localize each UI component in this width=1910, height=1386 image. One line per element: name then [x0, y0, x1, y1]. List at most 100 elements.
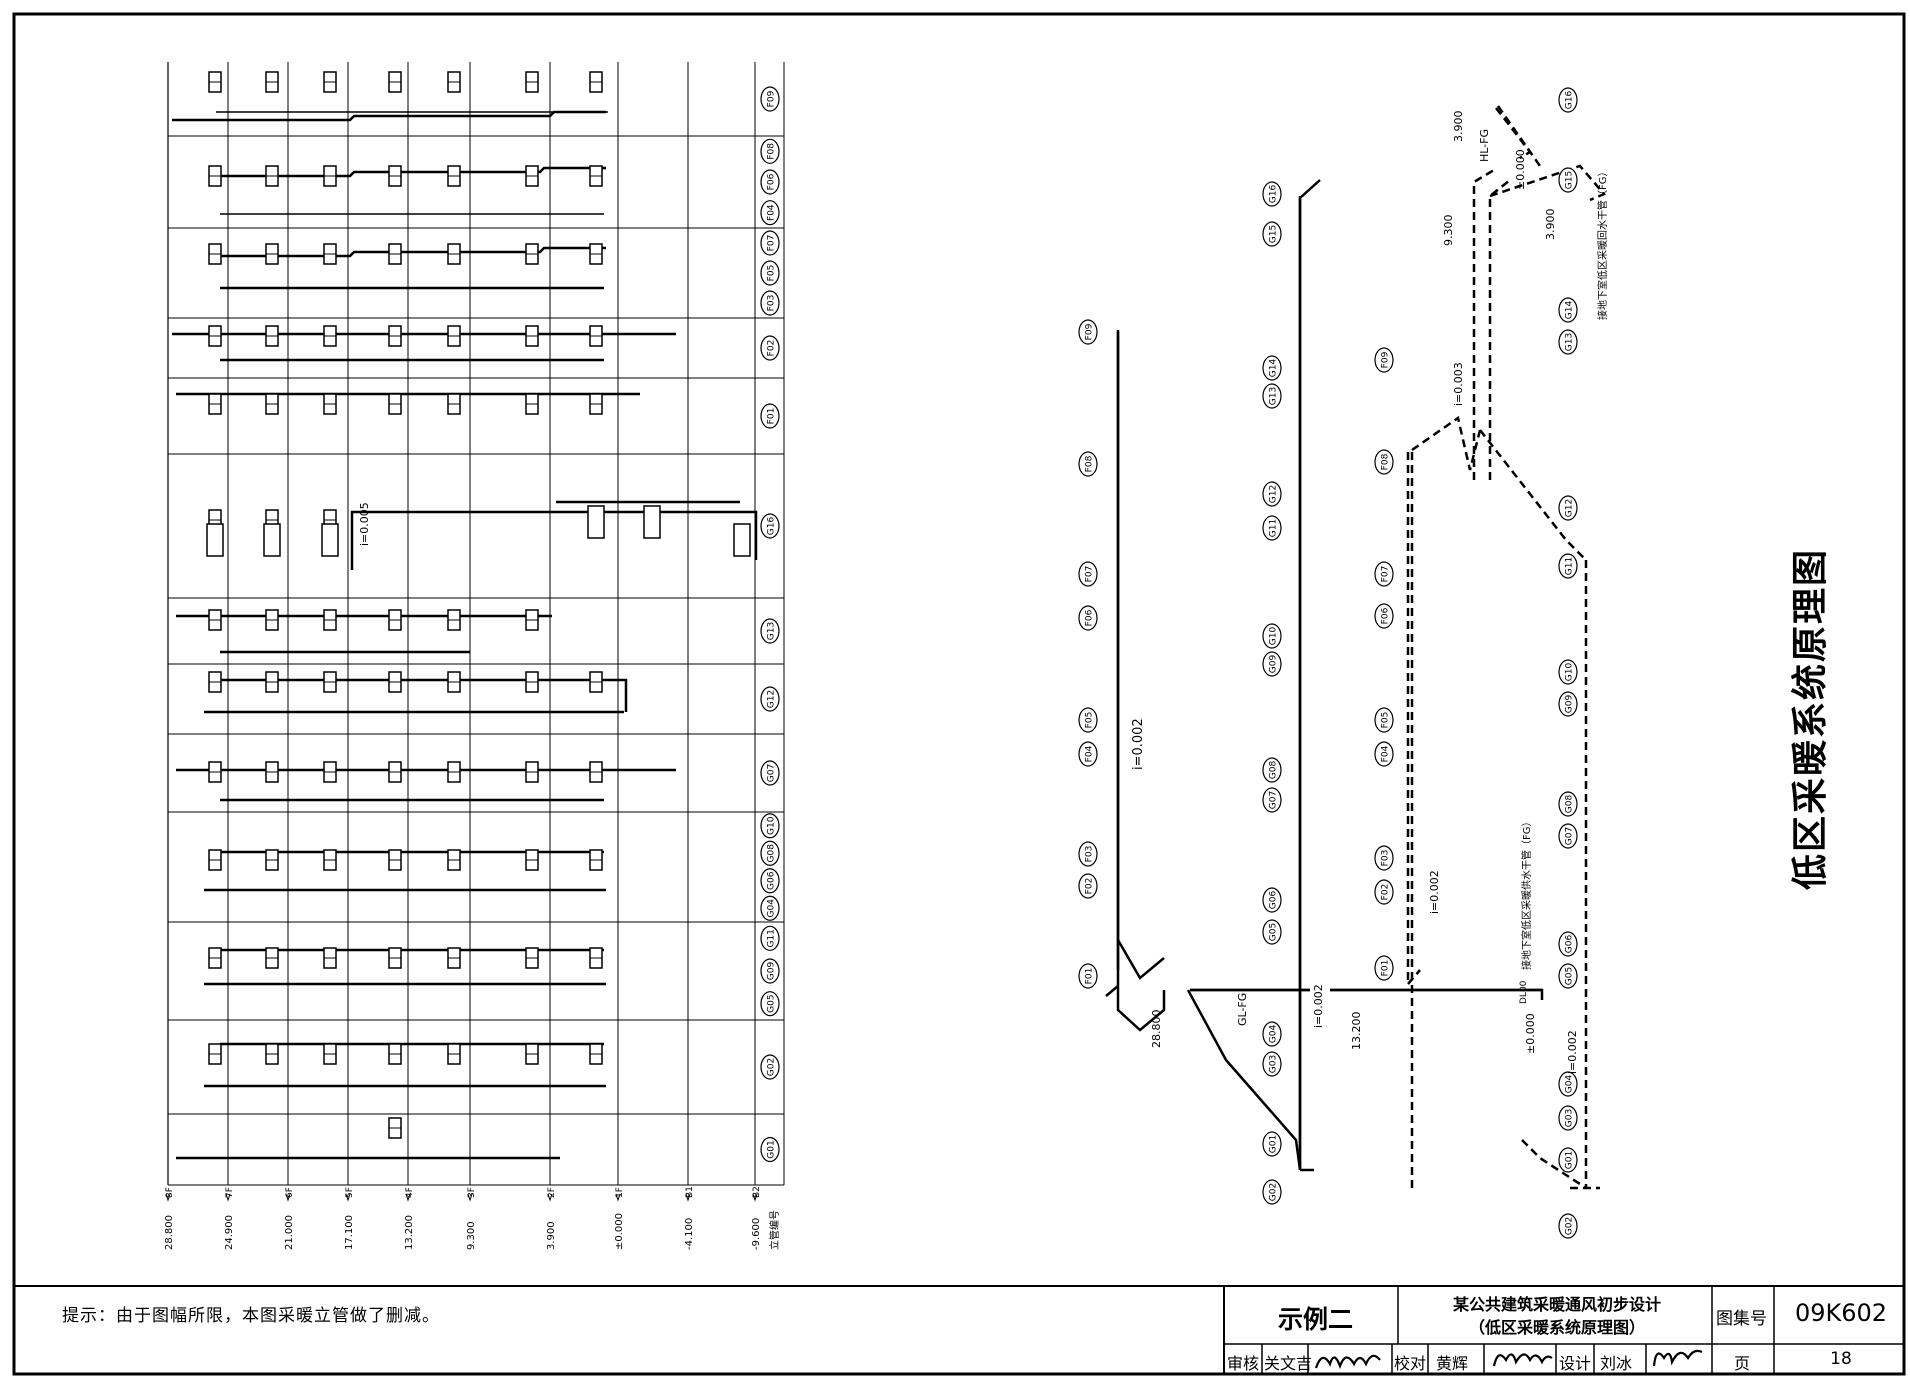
right-a-f03: F03	[1078, 841, 1098, 867]
right-b-g12: G12	[1262, 481, 1282, 507]
slope-c: i=0.002	[1428, 870, 1441, 914]
right-c-f01: F01	[1374, 955, 1394, 981]
design-label: 设计	[1559, 1354, 1592, 1373]
right-a-f07-text: F07	[1085, 566, 1095, 583]
riser-label-f05-text: F05	[767, 265, 777, 282]
riser-label-g13-text: G13	[767, 622, 777, 640]
floor-name-8: B1	[685, 1186, 695, 1198]
riser-label-g05: G05	[760, 991, 780, 1017]
right-d-g12: G12	[1558, 495, 1578, 521]
right-a-f01-text: F01	[1085, 968, 1095, 985]
right-b-g10: G10	[1262, 623, 1282, 649]
left-grid	[167, 62, 785, 1186]
check-name: 黄辉	[1436, 1354, 1469, 1373]
riser-label-g02-text: G02	[767, 1058, 777, 1076]
right-b-g08-text: G08	[1269, 761, 1279, 780]
floor-name-6: 2F	[547, 1187, 557, 1198]
riser-label-f07-text: F07	[767, 235, 777, 252]
right-c-f03: F03	[1374, 845, 1394, 871]
right-b-g06-text: G06	[1269, 891, 1279, 910]
floor-name-5: 3F	[467, 1187, 477, 1198]
right-c-f01-text: F01	[1381, 960, 1391, 977]
design-name: 刘冰	[1600, 1354, 1633, 1373]
right-a-f02: F02	[1078, 873, 1098, 899]
riser-label-g11-text: G11	[767, 929, 777, 947]
right-b-g01-text: G01	[1269, 1135, 1279, 1153]
review-name: 关文吉	[1264, 1354, 1313, 1373]
return-note: 接地下室低区采暖回水干管（FG）	[1596, 166, 1609, 320]
right-a-f06-text: F06	[1085, 609, 1095, 626]
right-c-f06-text: F06	[1381, 607, 1391, 624]
right-d-g11: G11	[1558, 553, 1578, 579]
riser-label-f08: F08	[760, 138, 780, 164]
right-d-g08: G08	[1558, 791, 1578, 817]
riser-label-g07-text: G07	[767, 764, 777, 782]
riser-label-g07: G07	[760, 760, 780, 786]
sub-title: （低区采暖系统原理图）	[1468, 1318, 1645, 1337]
right-a-f02-text: F02	[1085, 878, 1095, 895]
right-c-f03-text: F03	[1381, 850, 1391, 867]
right-c-f05-text: F05	[1381, 712, 1391, 729]
floor-name-3: 5F	[345, 1187, 355, 1198]
right-d-g05: G05	[1558, 963, 1578, 989]
radiators	[206, 71, 751, 1139]
riser-label-g16-text: G16	[767, 517, 777, 536]
atlas-label: 图集号	[1716, 1309, 1767, 1329]
elev-3900b: 3.900	[1544, 209, 1557, 241]
right-a-f03-text: F03	[1085, 846, 1095, 863]
riser-label-g09-text: G09	[767, 962, 777, 981]
signature-check	[1492, 1353, 1553, 1367]
right-c-f07: F07	[1374, 561, 1394, 587]
right-b-g04-text: G04	[1269, 1025, 1279, 1044]
elev-3900a: 3.900	[1452, 111, 1465, 143]
riser-label-g10-text: G10	[767, 816, 777, 835]
page-no: 18	[1830, 1349, 1852, 1369]
riser-label-g16: G16	[760, 513, 780, 539]
right-d-g09: G09	[1558, 691, 1578, 717]
riser-label-f09-text: F09	[767, 90, 777, 107]
right-c-f05: F05	[1374, 707, 1394, 733]
pipe-size: DL00	[1519, 980, 1529, 1004]
right-a-f05: F05	[1078, 707, 1098, 733]
right-d-g14-text: G14	[1565, 301, 1575, 320]
riser-label-f03: F03	[760, 290, 780, 316]
elev-0000: ±0.000	[1524, 1013, 1537, 1054]
right-b-g06: G06	[1262, 887, 1282, 913]
floor-elev-0: 28.800	[164, 1215, 175, 1250]
riser-label-g11: G11	[760, 925, 780, 951]
right-b-g02: G02	[1262, 1179, 1282, 1205]
right-d-g08-text: G08	[1565, 795, 1575, 814]
right-b-g07: G07	[1262, 787, 1282, 813]
right-d-g16: G16	[1558, 87, 1578, 113]
sheet-border	[12, 12, 1906, 1376]
floor-elev-7: ±0.000	[614, 1213, 625, 1250]
right-b-g07-text: G07	[1269, 791, 1279, 809]
gl-fg-b: HL-FG	[1478, 129, 1491, 162]
radiator-large	[206, 523, 224, 557]
floor-elev-3: 17.100	[344, 1215, 355, 1250]
floor-name-9: B2	[752, 1186, 762, 1198]
riser-label-f01-text: F01	[767, 408, 777, 425]
title-block-grid	[1223, 1285, 1905, 1375]
right-b-g05-text: G05	[1269, 923, 1279, 941]
page-label: 页	[1734, 1354, 1751, 1373]
right-c-f08: F08	[1374, 449, 1394, 475]
right-a-f04-text: F04	[1085, 745, 1095, 762]
riser-label-g06: G06	[760, 868, 780, 894]
riser-labels: F09F08F06F04F07F05F03F02F01G16G13G12G07G…	[760, 86, 780, 1163]
riser-label-g10: G10	[760, 813, 780, 839]
note-text: 提示：由于图幅所限，本图采暖立管做了删减。	[62, 1306, 440, 1326]
right-d-g02: G02	[1558, 1213, 1578, 1239]
right-d-g04-text: G04	[1565, 1075, 1575, 1094]
right-c-f09-text: F09	[1381, 351, 1391, 368]
right-d-g03: G03	[1558, 1105, 1578, 1131]
slope-a: i=0.002	[1131, 718, 1146, 770]
right-b-g04: G04	[1262, 1021, 1282, 1047]
riser-col-header: 立管编号	[768, 1210, 781, 1250]
right-b-g11: G11	[1262, 515, 1282, 541]
right-b-g03: G03	[1262, 1051, 1282, 1077]
right-a-f08-text: F08	[1085, 455, 1095, 472]
floor-elev-6: 3.900	[546, 1221, 557, 1250]
riser-label-g04-text: G04	[767, 899, 777, 918]
